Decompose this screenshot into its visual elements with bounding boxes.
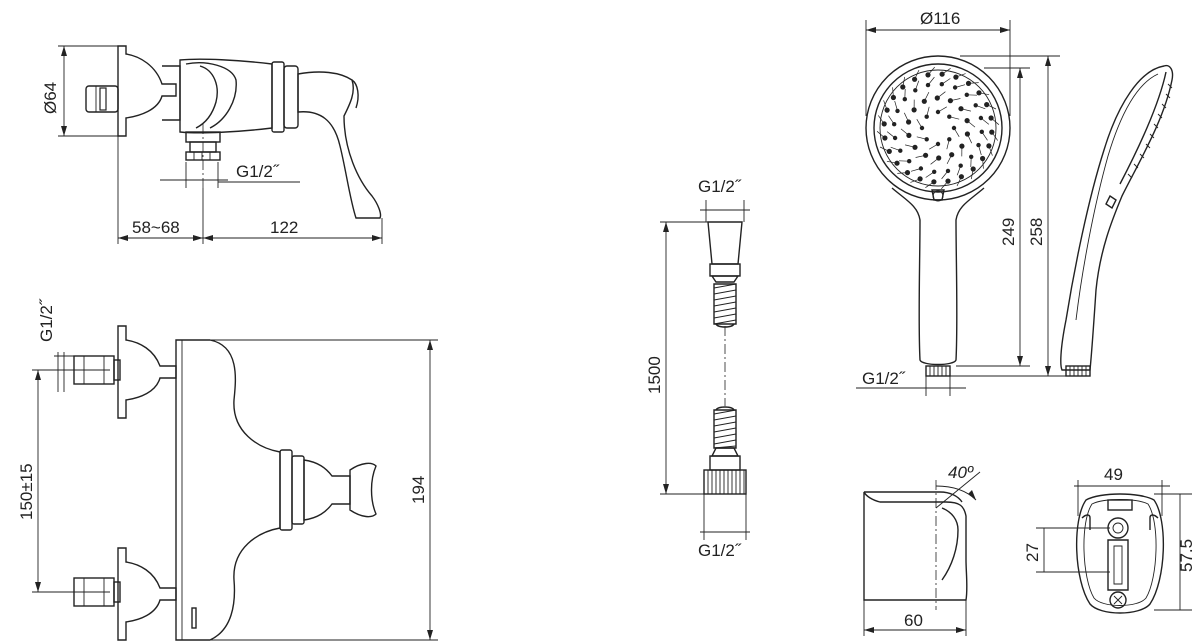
spray-channel (988, 145, 993, 156)
spray-channel (897, 172, 908, 174)
hose-bottom-thread-label: G1/2˝ (698, 541, 742, 560)
hose-spiral-bottom (713, 406, 737, 449)
spray-channel (890, 146, 901, 152)
spray-channel (910, 178, 921, 183)
spray-channel (978, 145, 982, 156)
spray-channel (905, 144, 916, 148)
holder-side-view: 40º 60 (863, 463, 981, 636)
holder-angle-label: 40º (948, 463, 974, 482)
spray-nozzle (923, 152, 929, 158)
spray-channel (929, 143, 939, 150)
head-length-inner-label: 249 (999, 218, 1018, 246)
spray-nozzle (881, 121, 887, 127)
spray-channel (926, 106, 930, 117)
spray-nozzle-pattern (876, 66, 1000, 190)
spray-channel (879, 146, 890, 152)
spray-channel (975, 104, 986, 110)
mixer-depth-label: 122 (270, 218, 298, 237)
hose-top-thread-label: G1/2˝ (698, 177, 742, 196)
holder-width-label: 49 (1104, 465, 1123, 484)
spray-channel (970, 168, 974, 180)
spray-channel (950, 98, 961, 102)
spray-channel (925, 171, 935, 178)
spray-nozzle (958, 174, 965, 180)
spray-channel (991, 131, 998, 141)
spray-channel (955, 73, 966, 78)
holder-hole-offset-label: 27 (1023, 543, 1042, 562)
mixer-thread-label: G1/2˝ (236, 162, 280, 181)
spray-channel (894, 100, 898, 111)
spray-channel (982, 158, 984, 169)
spray-channel (978, 92, 990, 96)
spray-channel (966, 120, 976, 128)
spray-channel (990, 117, 1000, 125)
spray-nozzle (949, 152, 955, 158)
spray-channel (927, 76, 935, 86)
spray-channel (960, 108, 971, 112)
holder-front-view: 49 27 57.5 (1023, 465, 1192, 614)
mixer-diameter-label: Ø64 (41, 82, 60, 114)
shower-head-front: Ø116 249 258 G1/2˝ (856, 9, 1076, 396)
spray-channel (981, 131, 988, 141)
spray-channel (980, 117, 990, 125)
spray-channel (910, 168, 921, 172)
spray-channel (925, 181, 935, 188)
spray-channel (878, 115, 885, 125)
front-center-label: 150±15 (17, 463, 36, 520)
spray-channel (876, 131, 886, 139)
spray-channel (923, 91, 930, 102)
spray-channel (915, 154, 926, 158)
front-thread-label: G1/2˝ (37, 298, 56, 342)
spray-channel (930, 157, 939, 165)
holder-depth-label: 60 (904, 611, 923, 630)
spray-channel (937, 106, 947, 113)
spray-channel (916, 136, 927, 140)
spray-nozzle (970, 166, 976, 172)
mixer-side-view: G1/2˝ Ø64 58~68 122 (41, 45, 383, 244)
shower-head-side (1060, 64, 1174, 377)
spray-channel (941, 68, 951, 75)
front-height-label: 194 (409, 476, 428, 504)
spray-channel (927, 66, 935, 76)
hose-view: G1/2˝ 1500 G1/2˝ (645, 177, 750, 560)
spray-channel (941, 180, 949, 190)
spray-channel (956, 176, 962, 187)
spray-channel (968, 82, 979, 84)
spray-channel (914, 69, 920, 80)
spray-channel (916, 119, 923, 129)
spray-channel (955, 84, 966, 88)
spray-channel (956, 165, 962, 176)
spray-channel (946, 154, 953, 165)
spray-channel (949, 116, 960, 120)
spray-channel (986, 104, 997, 110)
spray-nozzle (931, 179, 937, 185)
spray-channel (886, 131, 896, 139)
spray-channel (902, 76, 906, 88)
spray-channel (888, 115, 895, 125)
spray-channel (941, 78, 951, 85)
hose-length-label: 1500 (645, 356, 664, 394)
spray-channel (937, 91, 946, 99)
spray-channel (953, 127, 960, 137)
spray-channel (967, 133, 973, 144)
hose-spiral-top (713, 283, 737, 328)
spray-nozzle (886, 148, 892, 154)
spray-channel (903, 112, 909, 123)
spray-channel (892, 87, 894, 98)
head-length-outer-label: 258 (1027, 218, 1046, 246)
spray-channel (941, 170, 949, 180)
spray-channel (914, 80, 920, 91)
spray-channel (946, 139, 950, 150)
spray-channel (886, 160, 898, 164)
head-thread-label: G1/2˝ (862, 369, 906, 388)
spray-channel (883, 100, 888, 111)
spray-channel (900, 128, 910, 136)
mixer-front-view: G1/2˝ 150±15 194 (17, 298, 438, 641)
head-diameter-label: Ø116 (920, 9, 960, 28)
holder-height-label: 57.5 (1177, 539, 1192, 572)
mixer-offset-label: 58~68 (132, 218, 180, 237)
spray-nozzle (895, 108, 900, 114)
